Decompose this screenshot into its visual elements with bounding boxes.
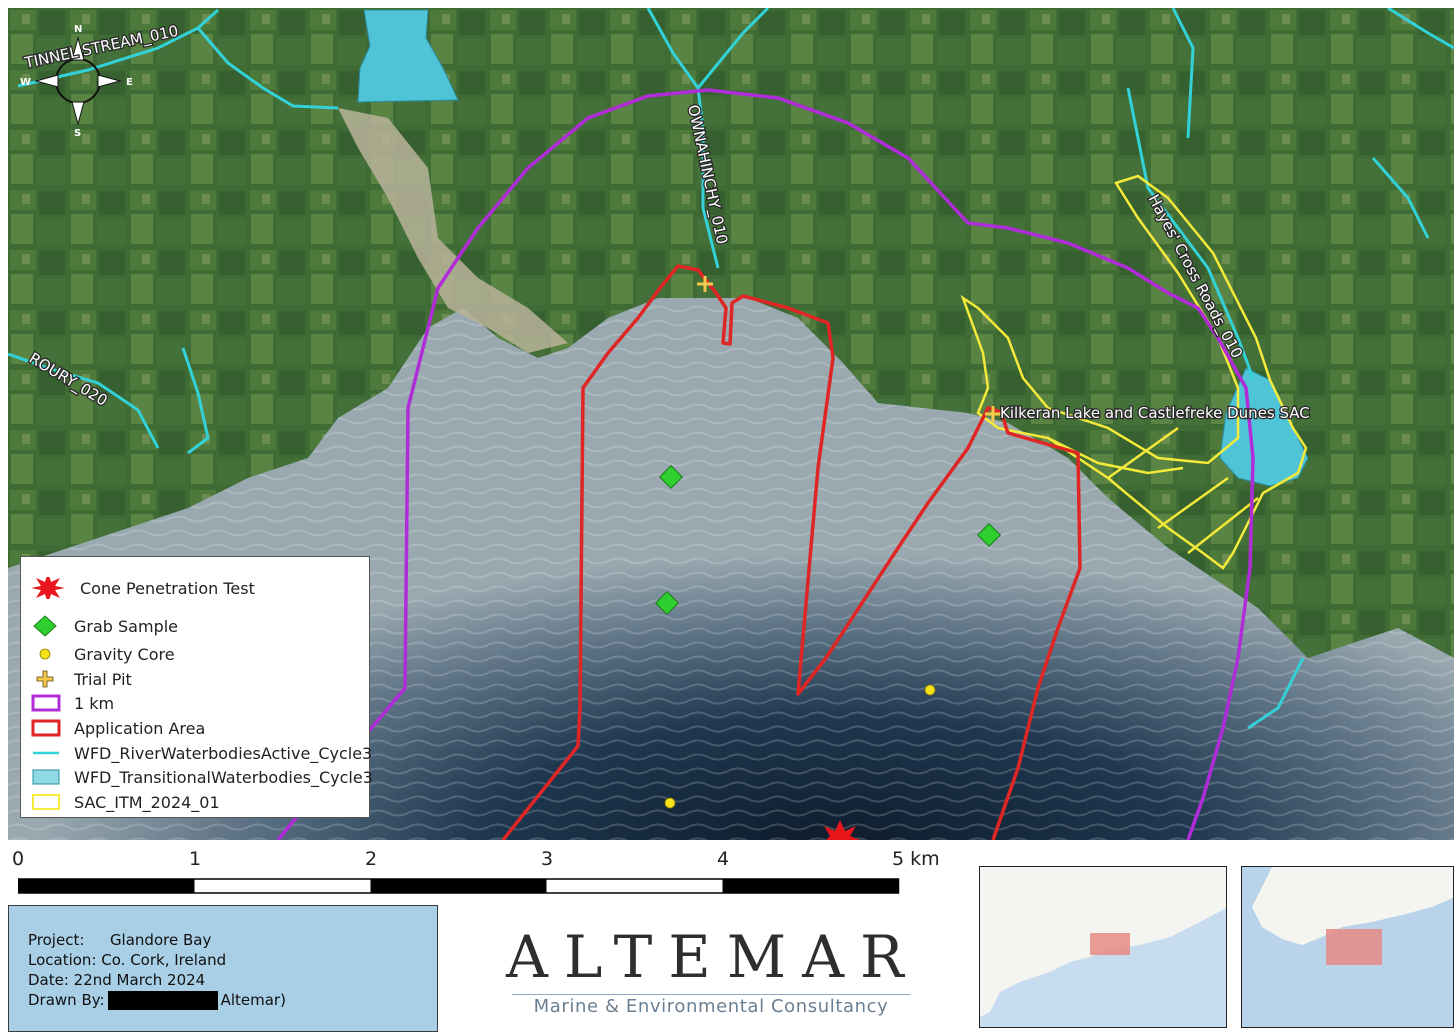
transitional-waterbody-north [357, 9, 459, 103]
label-kilkeran-sac: Kilkeran Lake and Castlefreke Dunes SAC [1000, 404, 1310, 422]
scale-bar: 0 1 2 3 4 5 km [0, 842, 960, 902]
scale-tick-label: 2 [365, 848, 378, 870]
project-value: Glandore Bay [109, 931, 212, 949]
grab-sample-marker[interactable] [658, 464, 684, 490]
yellow-dot-icon [39, 648, 51, 660]
logo-subtitle: Marine & Environmental Consultancy [533, 996, 889, 1017]
north-letter: N [74, 24, 82, 35]
redaction-bar [107, 991, 218, 1010]
application-area [501, 264, 1082, 840]
green-diamond-icon [33, 615, 57, 637]
drawn-by-row: Drawn By: Altemar) [28, 991, 286, 1010]
inset-map-national-graphic [1242, 867, 1453, 1027]
project-row: Project: Glandore Bay [28, 931, 211, 949]
legend-item-transitional: WFD_TransitionalWaterbodies_Cycle3 [21, 766, 373, 788]
scale-tick-label: 5 km [892, 848, 940, 870]
legend-label: Gravity Core [74, 645, 175, 664]
legend-item-cpt: Cone Penetration Test [21, 577, 369, 599]
yellow-box-icon [32, 794, 60, 810]
drawn-by-label: Drawn By: [28, 991, 105, 1009]
altemar-logo: ALTEMAR Marine & Environmental Consultan… [500, 922, 920, 1022]
project-info-box: Project: Glandore Bay Location: Co. Cork… [8, 905, 438, 1032]
purple-box-icon [31, 694, 61, 712]
legend-item-river: WFD_RiverWaterbodiesActive_Cycle3 [21, 742, 373, 764]
cpt-star-icon [31, 577, 65, 599]
legend-label: Grab Sample [74, 617, 179, 636]
legend-label: Trial Pit [74, 670, 132, 689]
south-letter: S [74, 128, 81, 139]
scale-bar-segments [18, 878, 900, 894]
scale-tick-label: 3 [541, 848, 554, 870]
legend-label: Cone Penetration Test [80, 579, 255, 598]
cyan-line-icon [33, 751, 59, 755]
inset-map-regional [979, 866, 1227, 1028]
legend-label: WFD_TransitionalWaterbodies_Cycle3 [74, 768, 373, 787]
map-legend: Cone Penetration Test Grab Sample Gravit… [20, 556, 373, 818]
scale-tick-label: 0 [12, 848, 25, 870]
estuary-sands [338, 108, 568, 353]
grab-sample-marker[interactable] [654, 590, 680, 616]
legend-item-1km: 1 km [21, 692, 369, 714]
trial-pit-markers[interactable] [697, 276, 1001, 422]
scale-tick-label: 1 [189, 848, 202, 870]
legend-label: 1 km [74, 694, 115, 713]
drawn-by-suffix: Altemar) [220, 991, 286, 1009]
trial-pit-cross-icon [36, 670, 54, 688]
cyan-fill-icon [32, 769, 60, 785]
logo-divider [512, 994, 910, 995]
legend-label: Application Area [74, 719, 206, 738]
inset-map-national [1241, 866, 1454, 1028]
east-letter: E [126, 77, 133, 88]
inset-map-regional-graphic [980, 867, 1226, 1027]
legend-item-gravity-core: Gravity Core [21, 643, 369, 665]
scale-tick-label: 4 [717, 848, 730, 870]
red-box-icon [31, 719, 61, 737]
river-lines [8, 8, 1454, 730]
north-arrow: N S W E [20, 24, 133, 139]
legend-item-sac: SAC_ITM_2024_01 [21, 791, 369, 813]
west-letter: W [20, 77, 31, 88]
legend-label: SAC_ITM_2024_01 [74, 793, 220, 812]
gravity-core-marker[interactable] [924, 684, 936, 696]
legend-item-application-area: Application Area [21, 717, 369, 739]
logo-title: ALTEMAR [506, 923, 920, 991]
gravity-core-marker[interactable] [664, 797, 676, 809]
cpt-marker[interactable] [824, 820, 860, 840]
legend-item-trial-pit: Trial Pit [21, 668, 369, 690]
location-row: Location: Co. Cork, Ireland [28, 951, 227, 969]
buffer-1km [276, 88, 1255, 840]
date-row: Date: 22nd March 2024 [28, 971, 206, 989]
grab-sample-marker[interactable] [976, 522, 1002, 548]
legend-label: WFD_RiverWaterbodiesActive_Cycle3 [74, 744, 373, 763]
legend-item-grab-sample: Grab Sample [21, 615, 369, 637]
project-label: Project: [28, 931, 85, 949]
